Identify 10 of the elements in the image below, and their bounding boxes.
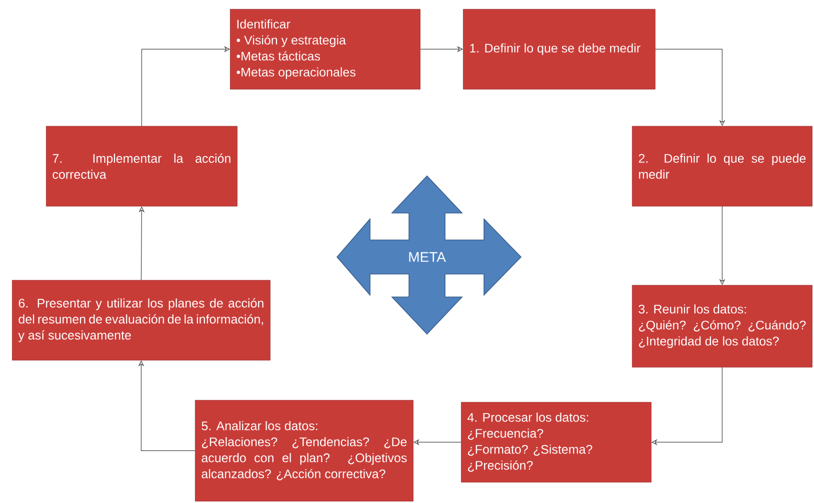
arrow bbox=[655, 48, 726, 126]
process-box: 2. Definir lo que se puede medir bbox=[632, 126, 812, 206]
process-box: 1. Definir lo que se debe medir bbox=[463, 9, 656, 90]
process-box: 4. Procesar los datos: ¿Frecuencia? ¿Formato? ¿Sistema? ¿Precisión? bbox=[461, 402, 652, 482]
arrow bbox=[141, 46, 230, 126]
process-box: 7. Implementar la acción correctiva bbox=[46, 126, 238, 206]
process-box: 3. Reunir los datos: ¿Quién? ¿Cómo? ¿Cuándo? ¿Integridad de los datos? bbox=[632, 285, 812, 368]
process-box: 6. Presentar y utilizar los planes de acción del resumen de evaluación de la información, y así sucesivamente bbox=[12, 280, 270, 360]
process-box: Identificar • Visión y estrategia •Metas tácticas •Metas operacionales bbox=[230, 9, 420, 90]
process-box: 5. Analizar los datos: ¿Relaciones? ¿Tendencias? ¿De acuerdo con el plan? ¿Objetivos alcanzados? ¿Acción correctiva? bbox=[195, 400, 414, 502]
